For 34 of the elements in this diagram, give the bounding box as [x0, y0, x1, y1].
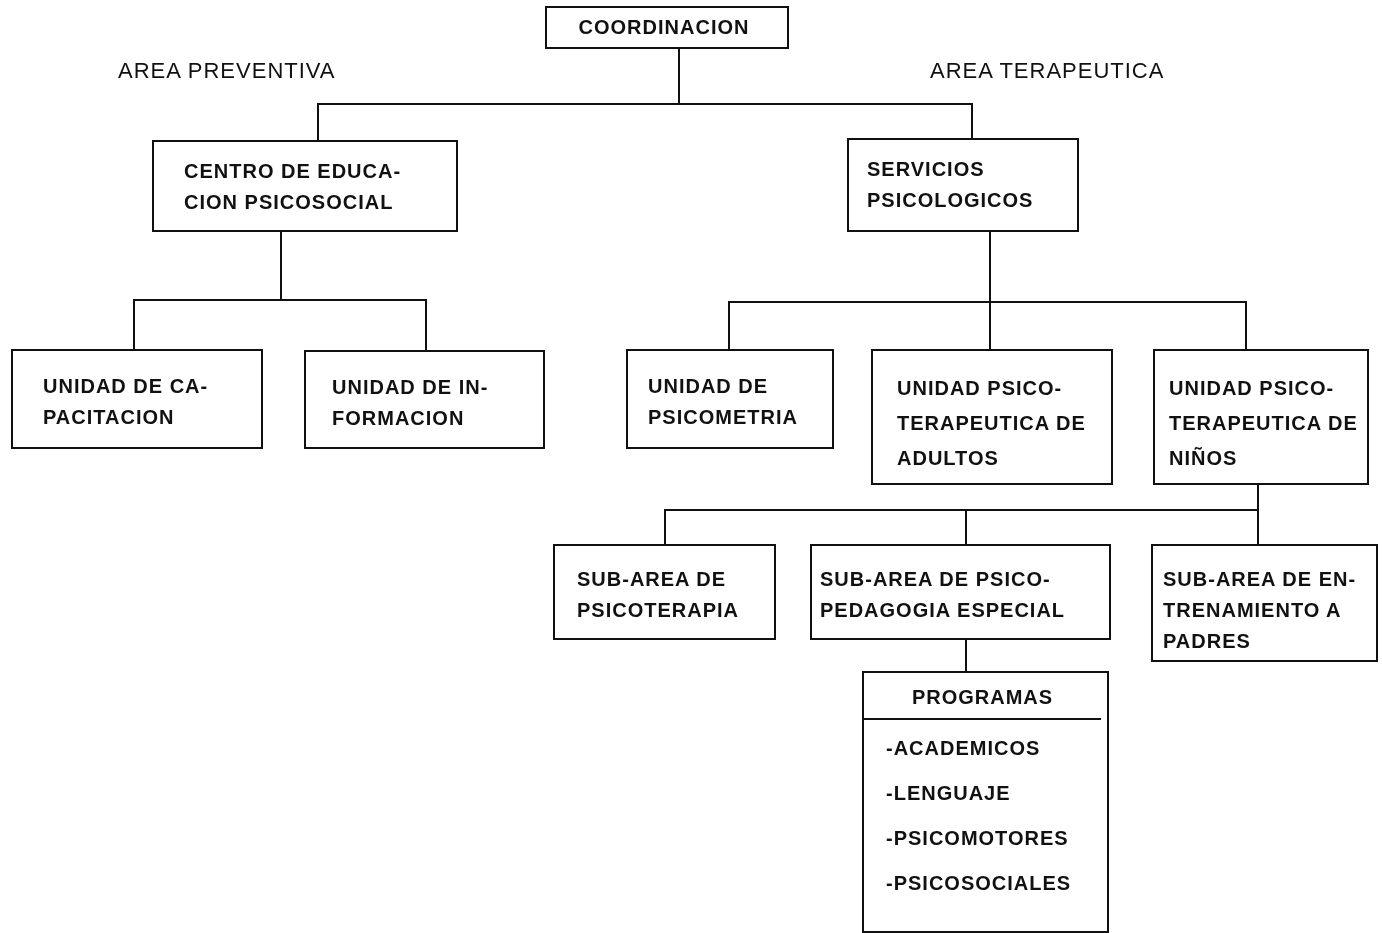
connector-line — [989, 231, 1247, 350]
box-label: SUB-AREA DE PSICOTERAPIA — [577, 567, 741, 623]
box-label: COORDINACION — [577, 15, 751, 40]
org-box — [1153, 349, 1369, 485]
org-box — [11, 349, 263, 449]
list-heading: PROGRAMAS — [864, 673, 1101, 720]
org-box — [871, 349, 1113, 485]
connector-line — [965, 639, 967, 672]
list-item: -LENGUAJE — [885, 781, 1012, 806]
connector-line — [280, 231, 427, 351]
box-label: UNIDAD DE CA- PACITACION — [43, 374, 210, 430]
org-box — [626, 349, 834, 449]
list-item: -PSICOMOTORES — [885, 826, 1070, 851]
area-label: AREA PREVENTIVA — [118, 58, 336, 84]
list-item: -ACADEMICOS — [885, 736, 1042, 761]
box-label: UNIDAD PSICO- TERAPEUTICA DE ADULTOS — [897, 376, 1087, 471]
org-box — [152, 140, 458, 232]
list-item: -PSICOSOCIALES — [885, 871, 1073, 896]
org-box — [553, 544, 776, 640]
box-label: UNIDAD DE IN- FORMACION — [332, 375, 490, 431]
box-label: CENTRO DE EDUCA- CION PSICOSOCIAL — [184, 159, 403, 215]
org-box — [545, 6, 789, 49]
area-label: AREA TERAPEUTICA — [930, 58, 1165, 84]
connector-line — [1257, 484, 1259, 545]
org-box — [810, 544, 1111, 640]
box-label: UNIDAD PSICO- TERAPEUTICA DE NIÑOS — [1169, 376, 1359, 471]
box-label: SERVICIOS PSICOLOGICOS — [867, 157, 1035, 213]
box-label: SUB-AREA DE EN- TRENAMIENTO A PADRES — [1163, 567, 1358, 654]
org-box — [847, 138, 1079, 232]
org-box — [862, 671, 1109, 933]
org-box — [1151, 544, 1378, 662]
org-box — [304, 350, 545, 449]
box-label: SUB-AREA DE PSICO- PEDAGOGIA ESPECIAL — [820, 567, 1067, 623]
box-label: UNIDAD DE PSICOMETRIA — [648, 374, 799, 430]
